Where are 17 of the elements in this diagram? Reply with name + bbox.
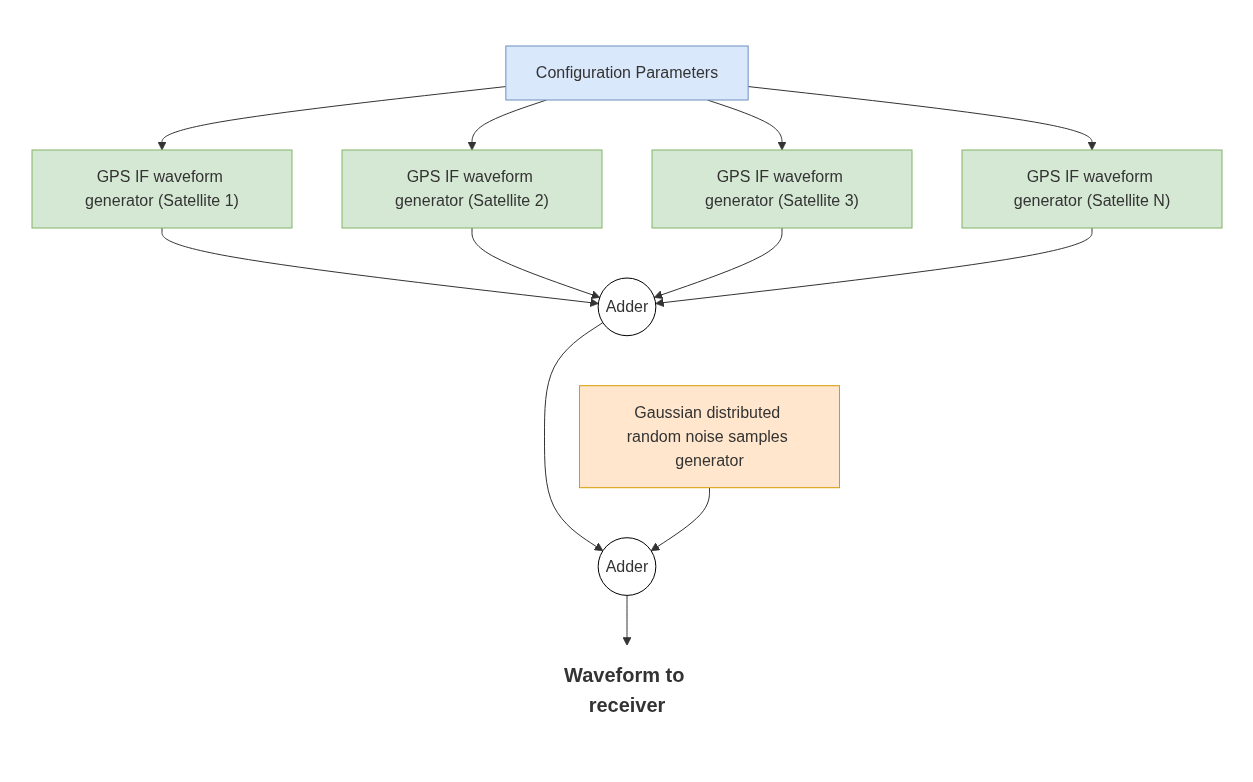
arrow <box>157 86 506 151</box>
arrow <box>161 227 599 308</box>
arrow <box>654 227 1092 308</box>
node-box: GPS IF waveform generator (Satellite N) <box>961 149 1222 229</box>
arrow <box>747 86 1096 151</box>
node-circle: Adder <box>597 277 656 337</box>
node-box: Gaussian distributed random noise samples generator <box>578 385 840 489</box>
arrow <box>471 227 600 300</box>
node-circle: Adder <box>597 537 656 597</box>
node-text: Waveform to receiver <box>563 664 684 717</box>
node-box: GPS IF waveform generator (Satellite 1) <box>31 149 292 229</box>
arrow <box>543 322 603 552</box>
node-box: GPS IF waveform generator (Satellite 2) <box>341 149 602 229</box>
arrow <box>653 227 782 300</box>
arrow <box>650 487 710 552</box>
node-box: Configuration Parameters <box>504 45 749 101</box>
node-box: GPS IF waveform generator (Satellite 3) <box>651 149 912 229</box>
